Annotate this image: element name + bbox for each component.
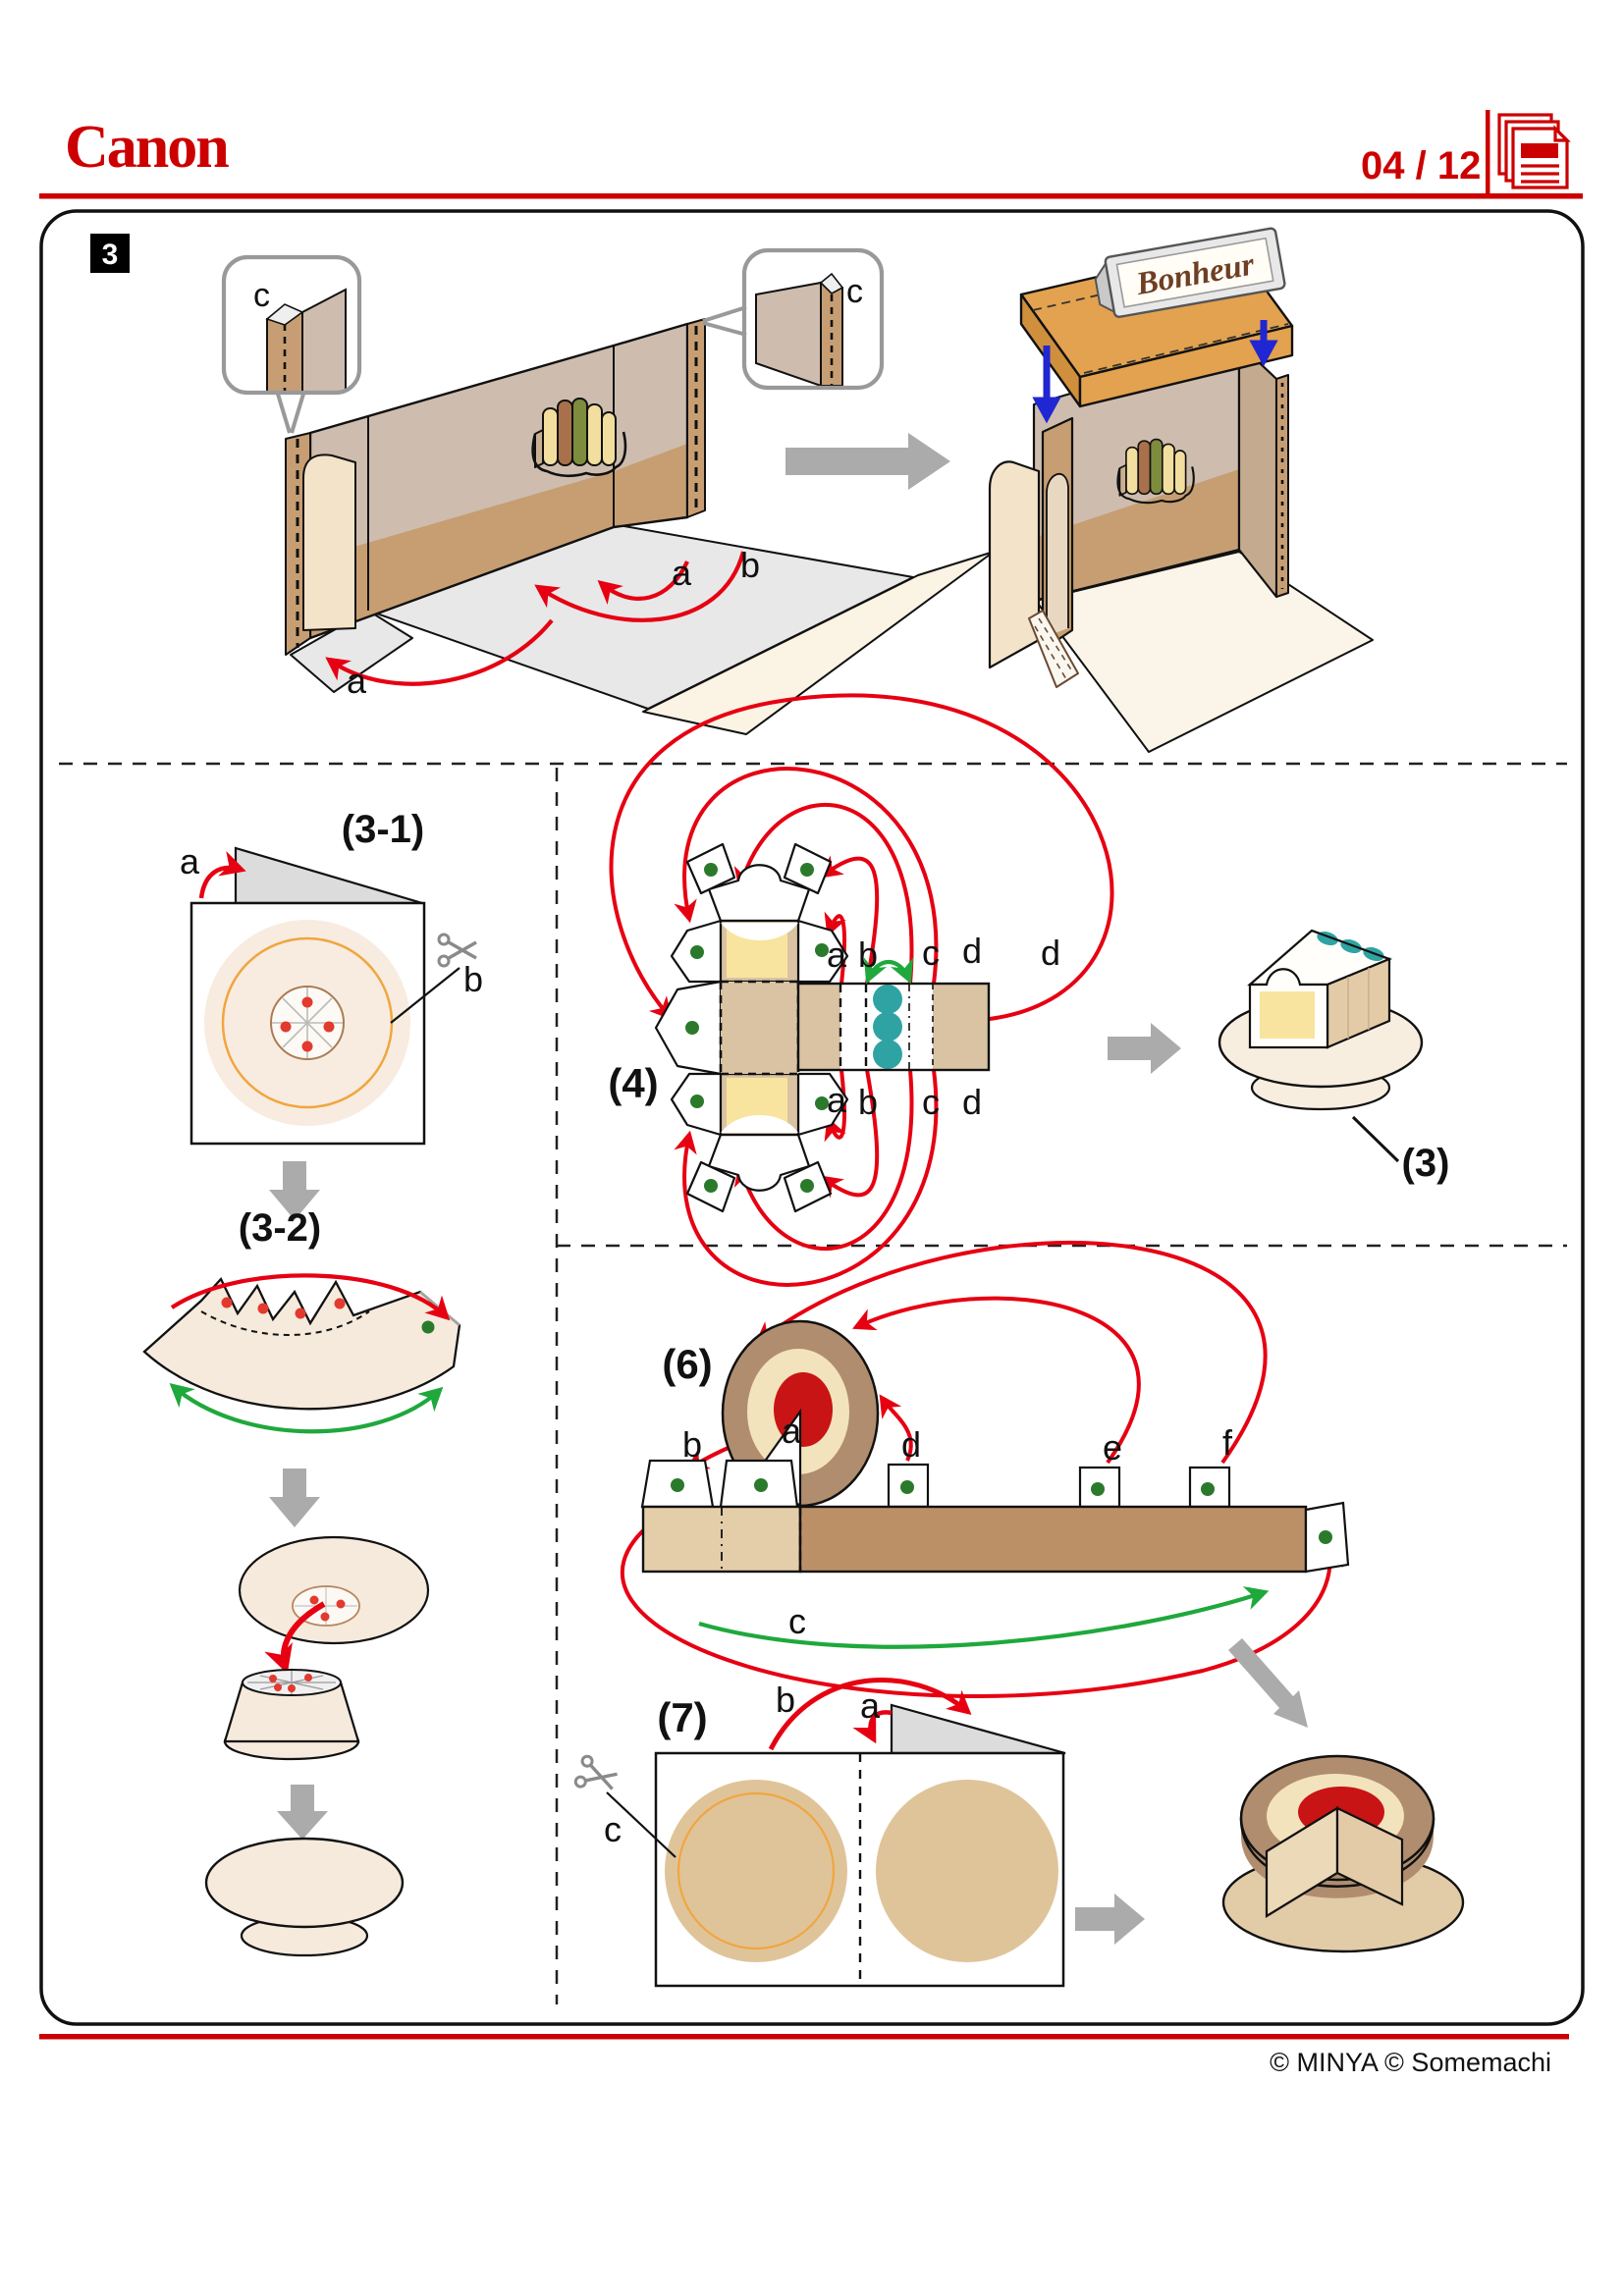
down-arrow-2 bbox=[269, 1468, 320, 1527]
red-arcs-top bbox=[609, 693, 1114, 1021]
green-dot bbox=[421, 1320, 435, 1334]
step-badge: 3 bbox=[90, 234, 130, 273]
label-3-result: (3) bbox=[1402, 1142, 1450, 1185]
label-3-1-a: a bbox=[180, 841, 200, 881]
arrow-7-b bbox=[768, 1678, 972, 1751]
diagram-3-2: (3-2) bbox=[142, 1206, 461, 1434]
result-pointer bbox=[1351, 1115, 1400, 1163]
cut-pointer-7 bbox=[606, 1791, 677, 1858]
cut-face-right bbox=[1335, 1806, 1404, 1906]
step-6-title: (6) bbox=[662, 1341, 712, 1387]
attach-arrow bbox=[264, 1601, 326, 1675]
s4-top-d: d bbox=[962, 931, 982, 971]
s6-e: e bbox=[1103, 1427, 1122, 1468]
s7-c: c bbox=[604, 1809, 622, 1849]
s6-b: b bbox=[682, 1424, 702, 1465]
copyright: © MINYA © Somemachi bbox=[1270, 2048, 1551, 2077]
result-arrow-7 bbox=[1075, 1894, 1145, 1945]
s4-top-c: c bbox=[922, 933, 940, 973]
s4-bot-d: d bbox=[962, 1082, 982, 1122]
s6-a: a bbox=[782, 1411, 802, 1451]
step-number: 3 bbox=[102, 239, 119, 271]
s6-c: c bbox=[788, 1601, 806, 1641]
header-rule bbox=[39, 193, 1583, 199]
label-3-1-b: b bbox=[463, 959, 483, 999]
wall-lower-band bbox=[310, 444, 687, 638]
footer-rule bbox=[39, 2034, 1569, 2040]
net-crown-top bbox=[707, 864, 811, 923]
s6-f: f bbox=[1222, 1422, 1233, 1463]
fold-arrow-3-1 bbox=[198, 850, 246, 899]
step-3-2-title: (3-2) bbox=[239, 1206, 321, 1250]
shop-roof: Bonheur bbox=[1019, 227, 1294, 408]
result-arrow-4 bbox=[1108, 1023, 1181, 1074]
net-strip bbox=[796, 982, 991, 1072]
label-c-right: c bbox=[846, 273, 863, 310]
roll-disc-left bbox=[665, 1780, 847, 1962]
net-green-dots bbox=[685, 863, 829, 1193]
arched-window bbox=[302, 454, 356, 631]
page-number: 04 / 12 bbox=[1361, 144, 1481, 187]
curve-arrow-green bbox=[169, 1383, 444, 1434]
green-swap-arrow bbox=[863, 957, 914, 985]
s4-top-d2: d bbox=[1041, 933, 1060, 973]
s7-a: a bbox=[860, 1685, 881, 1726]
shop-right-strip bbox=[1275, 374, 1289, 598]
fold-arrow-a-mid bbox=[597, 561, 689, 606]
roll-arrow-red bbox=[170, 1273, 451, 1321]
bonheur-sign: Bonheur bbox=[1094, 227, 1286, 318]
glue-strip-right bbox=[686, 318, 706, 518]
label-b-fold: b bbox=[740, 545, 760, 585]
door-ramp bbox=[1028, 610, 1079, 688]
next-step-arrow bbox=[785, 433, 950, 490]
diagram-walls-flat: a a b bbox=[285, 318, 995, 735]
s4-bot-b: b bbox=[858, 1082, 878, 1122]
label-c-left: c bbox=[253, 277, 270, 314]
pages-icon bbox=[1497, 113, 1571, 189]
diagonal-arrow bbox=[1228, 1638, 1308, 1728]
down-arrow-1 bbox=[269, 1161, 320, 1220]
canon-logo: Canon bbox=[65, 114, 229, 181]
label-a-fold: a bbox=[672, 553, 692, 593]
finished-stand bbox=[204, 1837, 405, 1929]
callout-c-left: c bbox=[221, 254, 362, 434]
s4-bot-a: a bbox=[827, 1080, 847, 1120]
roll-disc-right bbox=[876, 1780, 1058, 1962]
s4-bot-c: c bbox=[922, 1082, 940, 1122]
diagram-stand-assembly bbox=[204, 1535, 430, 1957]
diagram-3-1: (3-1) a b bbox=[180, 808, 483, 1146]
diagram-7: (7) b a c bbox=[572, 1678, 1066, 1988]
label-a-floor: a bbox=[347, 661, 367, 701]
cut-ring-7 bbox=[677, 1791, 836, 1950]
shop-floor bbox=[1035, 551, 1374, 753]
header-divider bbox=[1486, 110, 1490, 196]
step-3-1-title: (3-1) bbox=[342, 808, 424, 851]
callout-c-right: c bbox=[702, 247, 885, 391]
slice-sponge bbox=[1260, 991, 1315, 1039]
roll-green-arc bbox=[698, 1586, 1270, 1649]
down-arrow-3 bbox=[277, 1785, 328, 1840]
net-crown-bottom bbox=[707, 1133, 811, 1192]
door-arch bbox=[1046, 473, 1069, 636]
diagram-roll-final bbox=[1221, 1754, 1465, 1953]
s6-d: d bbox=[901, 1424, 921, 1465]
step-7-title: (7) bbox=[657, 1694, 707, 1740]
roll-strip bbox=[641, 1501, 1350, 1574]
cut-pointer-3-1 bbox=[390, 967, 460, 1024]
diagram-shop-assembled: Bonheur bbox=[988, 227, 1374, 753]
diagram-6: (6) bbox=[620, 1241, 1350, 1698]
diagram-4: (4) bbox=[608, 693, 1114, 1287]
shop-door bbox=[988, 460, 1041, 669]
header: Canon 04 / 12 bbox=[39, 110, 1583, 199]
fold-arrow-b bbox=[534, 551, 746, 622]
s4-top-b: b bbox=[858, 934, 878, 975]
arrow-7-a bbox=[852, 1710, 893, 1744]
red-arcs-bottom bbox=[674, 1069, 939, 1287]
diagram-slice-result: (3) bbox=[1218, 929, 1450, 1185]
fold-arrow-a-left bbox=[325, 618, 554, 686]
step-4-title: (4) bbox=[608, 1060, 658, 1106]
s7-b: b bbox=[776, 1680, 795, 1720]
s4-top-a: a bbox=[827, 934, 847, 975]
